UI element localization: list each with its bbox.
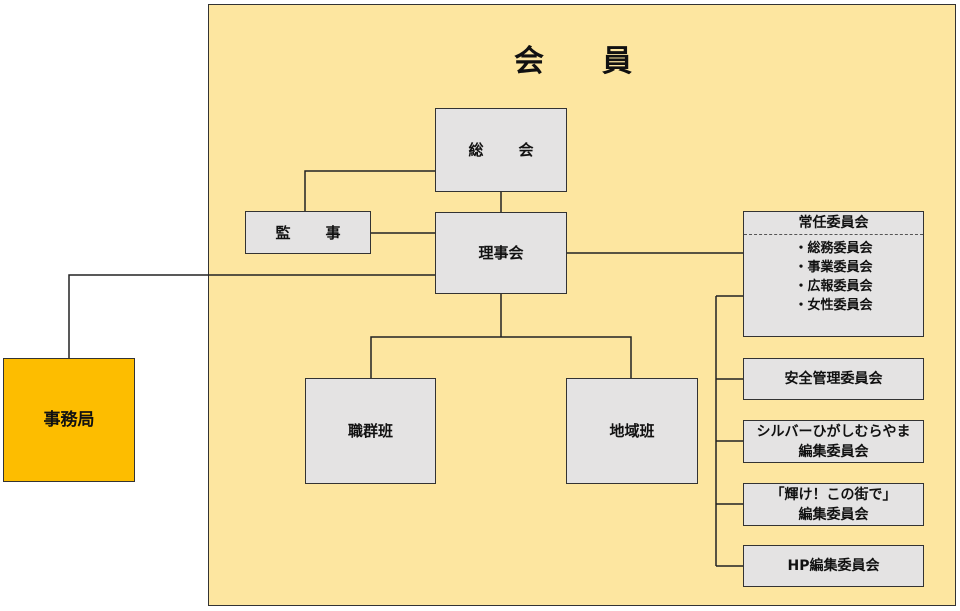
node-jimukyoku: 事務局 (3, 358, 135, 482)
line-kanji-sokai (304, 170, 435, 211)
node-shokugunhan: 職群班 (305, 378, 436, 484)
line-rijikai-jimukyoku (68, 274, 435, 358)
node-silver-committee: シルバーひがしむらやま 編集委員会 (743, 420, 924, 463)
node-anzen-committee: 安全管理委員会 (743, 358, 924, 400)
node-silver-label-2: 編集委員会 (798, 443, 869, 460)
node-hp-label: HP編集委員会 (787, 558, 880, 574)
jonin-item: ・事業委員会 (794, 260, 873, 275)
jonin-title: 常任委員会 (744, 212, 923, 235)
node-kanji: 監 事 (245, 211, 371, 254)
jonin-item: ・女性委員会 (794, 298, 873, 313)
jonin-item: ・広報委員会 (794, 279, 873, 294)
panel-title: 会 員 (514, 44, 646, 79)
line-han-branch (370, 336, 632, 378)
node-jimukyoku-label: 事務局 (43, 410, 95, 430)
node-kagayake-label-1: 「輝け！この街で」 (770, 486, 897, 503)
node-kagayake-label-2: 編集委員会 (798, 506, 869, 523)
node-rijikai-label: 理事会 (478, 244, 524, 262)
jonin-item: ・総務委員会 (794, 241, 873, 256)
jonin-list: ・総務委員会 ・事業委員会 ・広報委員会 ・女性委員会 (744, 239, 923, 315)
node-hp-committee: HP編集委員会 (743, 545, 924, 587)
node-sokai: 総 会 (435, 108, 567, 192)
node-chiikihan: 地域班 (566, 378, 698, 484)
node-chiikihan-label: 地域班 (609, 422, 655, 440)
node-kanji-label: 監 事 (275, 223, 351, 242)
node-jonin-committee: 常任委員会 ・総務委員会 ・事業委員会 ・広報委員会 ・女性委員会 (743, 211, 924, 337)
node-sokai-label: 総 会 (468, 141, 544, 159)
node-anzen-label: 安全管理委員会 (784, 371, 883, 387)
node-rijikai: 理事会 (435, 212, 567, 294)
node-silver-label-1: シルバーひがしむらやま (756, 423, 911, 440)
node-kagayake-committee: 「輝け！この街で」 編集委員会 (743, 483, 924, 526)
node-shokugunhan-label: 職群班 (347, 422, 393, 440)
